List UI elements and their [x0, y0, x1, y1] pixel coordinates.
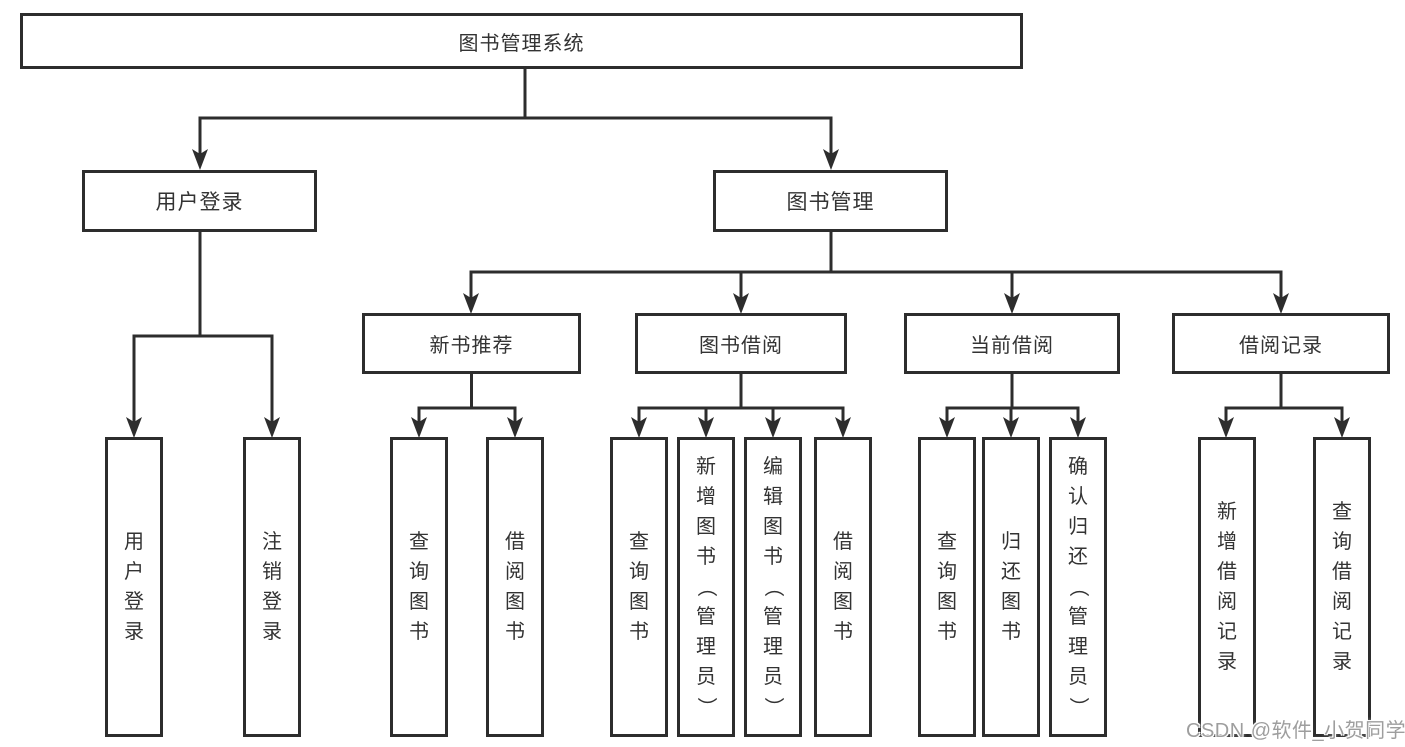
leaf-confirm-return-admin: 确认归还（管理员） [1049, 437, 1107, 737]
node-user-login: 用户登录 [82, 170, 317, 232]
node-current-borrowing: 当前借阅 [904, 313, 1120, 374]
leaf-borrow-books-borrowing: 借阅图书 [814, 437, 872, 737]
leaf-edit-books-admin: 编辑图书（管理员） [744, 437, 802, 737]
leaf-borrow-books-recommend: 借阅图书 [486, 437, 544, 737]
node-borrowing-records: 借阅记录 [1172, 313, 1390, 374]
leaf-logout: 注销登录 [243, 437, 301, 737]
leaf-return-books: 归还图书 [982, 437, 1040, 737]
leaf-user-login: 用户登录 [105, 437, 163, 737]
leaf-add-borrow-record: 新增借阅记录 [1198, 437, 1256, 737]
leaf-add-books-admin: 新增图书（管理员） [677, 437, 735, 737]
watermark: CSDN @软件_小贺同学 [1186, 720, 1405, 742]
leaf-query-books-current: 查询图书 [918, 437, 976, 737]
leaf-query-books-recommend: 查询图书 [390, 437, 448, 737]
node-library-management-system: 图书管理系统 [20, 13, 1023, 69]
node-book-management: 图书管理 [713, 170, 948, 232]
leaf-query-books-borrowing: 查询图书 [610, 437, 668, 737]
leaf-query-borrow-record: 查询借阅记录 [1313, 437, 1371, 737]
node-new-book-recommend: 新书推荐 [362, 313, 581, 374]
node-book-borrowing: 图书借阅 [635, 313, 847, 374]
